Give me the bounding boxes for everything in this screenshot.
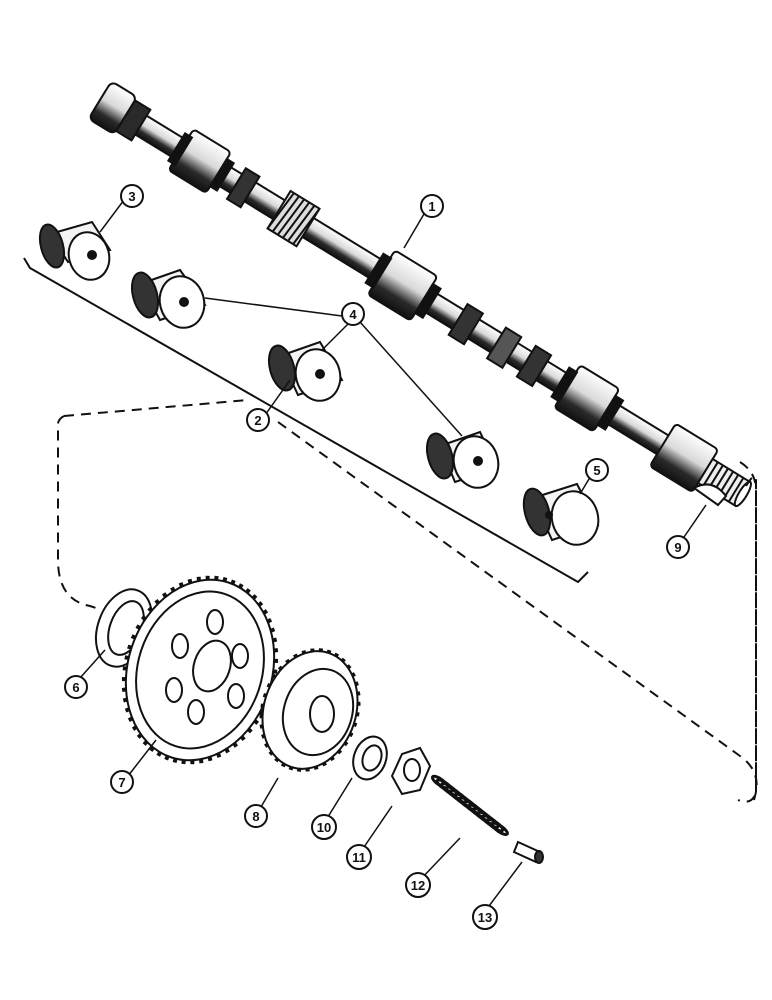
bearing-4a xyxy=(130,268,207,329)
callout-8: 8 xyxy=(244,804,268,828)
svg-text:6: 6 xyxy=(72,680,79,695)
leader-lines xyxy=(79,199,707,911)
callout-2: 2 xyxy=(246,408,270,432)
bearing-4c xyxy=(425,430,500,489)
svg-text:2: 2 xyxy=(254,413,261,428)
callout-13: 13 xyxy=(472,904,498,930)
bearing-4b xyxy=(267,340,344,402)
callout-5: 5 xyxy=(585,458,609,482)
camshaft xyxy=(89,82,752,508)
svg-text:12: 12 xyxy=(411,878,425,893)
gear-assembly-outline-right xyxy=(737,461,757,803)
pin xyxy=(512,840,544,864)
callout-6: 6 xyxy=(64,675,88,699)
callout-11: 11 xyxy=(346,844,372,870)
callout-7: 7 xyxy=(110,770,134,794)
svg-text:8: 8 xyxy=(252,809,259,824)
svg-text:3: 3 xyxy=(128,189,135,204)
svg-text:11: 11 xyxy=(352,850,366,865)
svg-text:7: 7 xyxy=(118,775,125,790)
svg-text:1: 1 xyxy=(428,199,435,214)
callout-10: 10 xyxy=(311,814,337,840)
svg-text:9: 9 xyxy=(674,540,681,555)
woodruff-key xyxy=(692,483,728,507)
svg-text:5: 5 xyxy=(593,463,600,478)
svg-text:4: 4 xyxy=(349,307,357,322)
callout-12: 12 xyxy=(405,872,431,898)
callout-3: 3 xyxy=(120,184,144,208)
helical-gear xyxy=(259,648,361,772)
svg-text:10: 10 xyxy=(317,820,331,835)
bearing-3 xyxy=(38,220,112,281)
gear-assembly-outline xyxy=(56,399,758,801)
washer xyxy=(352,735,388,781)
callout-4: 4 xyxy=(341,302,365,326)
nut xyxy=(390,746,432,796)
spring xyxy=(430,774,509,837)
bearing-5 xyxy=(522,482,600,546)
callout-9: 9 xyxy=(666,535,690,559)
svg-text:13: 13 xyxy=(478,910,492,925)
callout-1: 1 xyxy=(420,194,444,218)
bearing-set-bracket xyxy=(23,257,589,584)
